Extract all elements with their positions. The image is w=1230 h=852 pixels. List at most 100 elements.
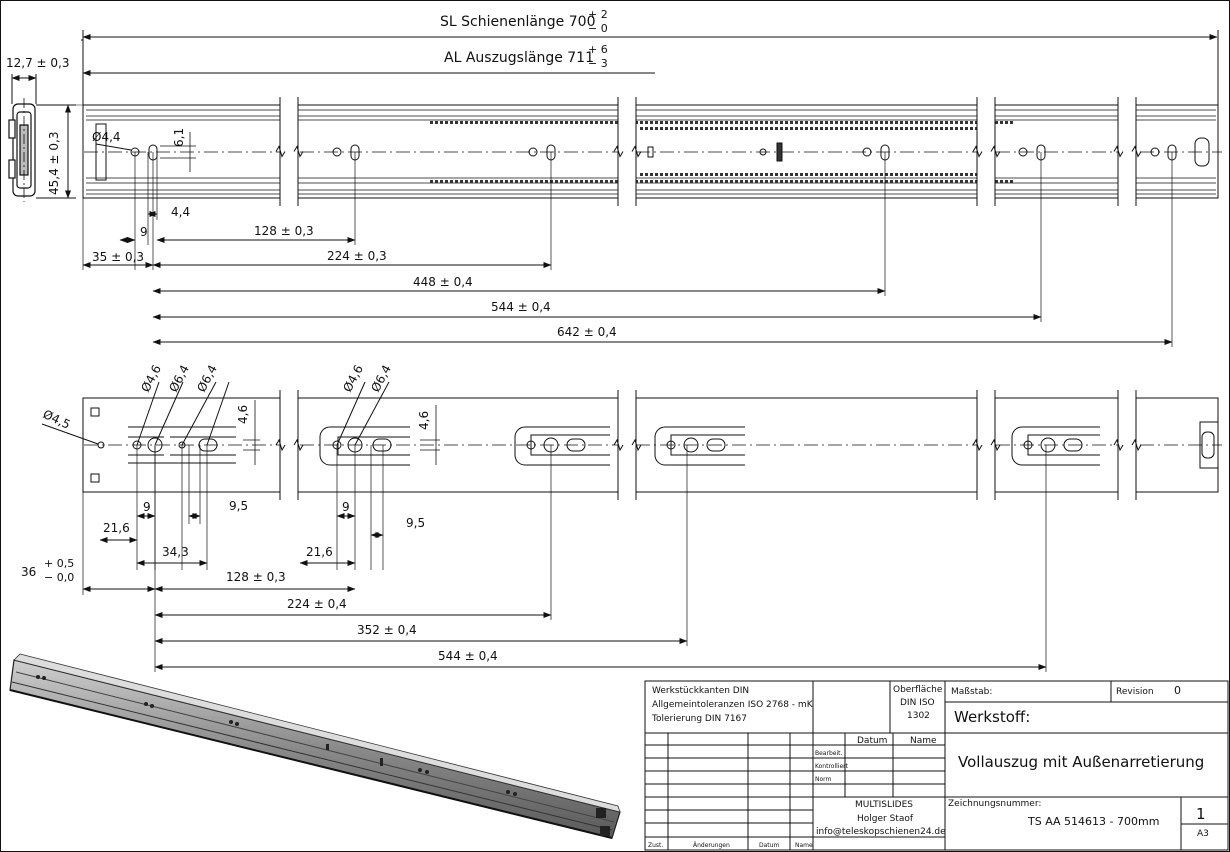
- ball-mark: [535, 180, 538, 183]
- ball-mark: [720, 127, 723, 130]
- ball-mark: [650, 127, 653, 130]
- ball-mark: [805, 180, 808, 183]
- ball-mark: [900, 180, 903, 183]
- ball-mark: [690, 127, 693, 130]
- top-slot-offset: 6,1: [172, 128, 186, 147]
- ball-mark: [890, 173, 893, 176]
- ball-mark: [870, 180, 873, 183]
- ball-mark: [690, 173, 693, 176]
- break-zigzag: [613, 438, 624, 452]
- surface-norm: DIN ISO: [900, 698, 935, 708]
- sl-tolerance-lower: − 0: [588, 22, 608, 35]
- ball-mark: [890, 121, 893, 124]
- bottom-dim-544: 544 ± 0,4: [438, 649, 498, 663]
- ball-mark: [865, 121, 868, 124]
- ball-mark: [770, 121, 773, 124]
- ball-mark: [815, 180, 818, 183]
- footer-aenderungen: Änderungen: [693, 842, 730, 849]
- break-zigzag: [1113, 438, 1124, 452]
- ball-mark: [765, 121, 768, 124]
- ball-mark: [795, 127, 798, 130]
- ball-mark: [810, 127, 813, 130]
- ball-mark: [885, 173, 888, 176]
- ball-mark: [660, 127, 663, 130]
- ball-mark: [895, 180, 898, 183]
- ball-mark: [1010, 180, 1013, 183]
- ball-mark: [520, 121, 523, 124]
- ball-mark: [550, 121, 553, 124]
- ball-mark: [750, 127, 753, 130]
- ball-mark: [650, 180, 653, 183]
- ball-mark: [960, 121, 963, 124]
- g1-dim-21-6: 21,6: [103, 521, 130, 535]
- ball-mark: [760, 173, 763, 176]
- ball-mark: [795, 121, 798, 124]
- ball-mark: [875, 121, 878, 124]
- ball-mark: [830, 127, 833, 130]
- ball-mark: [805, 173, 808, 176]
- ball-mark: [775, 121, 778, 124]
- ball-mark: [885, 121, 888, 124]
- ball-mark: [995, 121, 998, 124]
- g1-dim-9-5: 9,5: [229, 499, 248, 513]
- stamping-outline: [319, 426, 410, 466]
- general-note-3: Tolerierung DIN 7167: [651, 714, 747, 724]
- group2-offset: 4,6: [417, 411, 431, 430]
- ball-mark: [445, 180, 448, 183]
- material-label: Werkstoff:: [954, 708, 1030, 726]
- top-dim-4-4: 4,4: [171, 205, 190, 219]
- g2-dim-21-6: 21,6: [306, 545, 333, 559]
- g2-dim-9-5: 9,5: [406, 516, 425, 530]
- ball-mark: [755, 180, 758, 183]
- ball-mark: [915, 173, 918, 176]
- ball-mark: [465, 180, 468, 183]
- ball-mark: [645, 180, 648, 183]
- ball-mark: [830, 173, 833, 176]
- al-tolerance-lower: − 3: [588, 57, 608, 70]
- ball-mark: [930, 173, 933, 176]
- ball-mark: [835, 180, 838, 183]
- rail-cross-section: [8, 98, 36, 202]
- leader-line: [41, 423, 99, 445]
- ball-mark: [775, 173, 778, 176]
- ball-mark: [505, 121, 508, 124]
- ball-mark: [680, 127, 683, 130]
- ball-mark: [680, 180, 683, 183]
- ball-mark: [765, 180, 768, 183]
- ball-mark: [495, 121, 498, 124]
- ball-mark: [935, 180, 938, 183]
- ball-mark: [430, 180, 433, 183]
- ball-mark: [485, 121, 488, 124]
- ball-mark: [735, 121, 738, 124]
- mount-hole: [666, 440, 676, 450]
- ball-mark: [645, 121, 648, 124]
- ball-mark: [600, 180, 603, 183]
- mount-hole: [528, 147, 538, 157]
- leader-line: [154, 381, 184, 446]
- scale-label: Maßstab:: [951, 687, 992, 697]
- ball-mark: [845, 173, 848, 176]
- ball-mark: [485, 180, 488, 183]
- ball-mark: [755, 127, 758, 130]
- ball-mark: [940, 180, 943, 183]
- ball-mark: [645, 127, 648, 130]
- ball-mark: [925, 173, 928, 176]
- break-gap: [1118, 97, 1136, 206]
- ball-mark: [695, 180, 698, 183]
- ball-mark: [1000, 121, 1003, 124]
- mount-slot: [1063, 438, 1083, 452]
- ball-mark: [470, 180, 473, 183]
- lock-slot: [647, 146, 654, 158]
- ball-mark: [920, 121, 923, 124]
- ball-mark: [595, 180, 598, 183]
- break-zigzag: [990, 145, 1001, 158]
- ball-mark: [640, 121, 643, 124]
- ball-mark: [475, 121, 478, 124]
- break-gap: [1118, 390, 1136, 500]
- title-block: [644, 680, 1229, 851]
- ball-mark: [700, 127, 703, 130]
- ball-mark: [640, 127, 643, 130]
- ball-mark: [840, 180, 843, 183]
- ball-mark: [720, 173, 723, 176]
- ball-mark: [760, 127, 763, 130]
